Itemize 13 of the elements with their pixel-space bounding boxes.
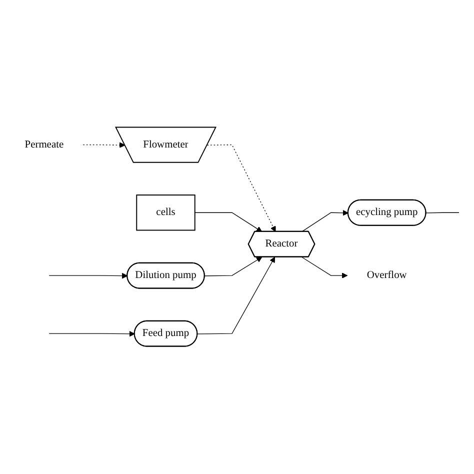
arrow: [82, 142, 126, 148]
arrow: [48, 331, 135, 337]
arrow: [302, 257, 348, 279]
arrow: [197, 257, 276, 334]
connector: [426, 212, 460, 214]
arrow: [194, 212, 262, 232]
arrow: [302, 210, 349, 232]
arrow: [206, 144, 276, 232]
arrow: [204, 257, 262, 276]
node-text: Overflow: [366, 270, 407, 282]
node-text: Permeate: [24, 139, 64, 150]
node-box: cells: [136, 194, 196, 231]
arrow: [48, 273, 128, 279]
